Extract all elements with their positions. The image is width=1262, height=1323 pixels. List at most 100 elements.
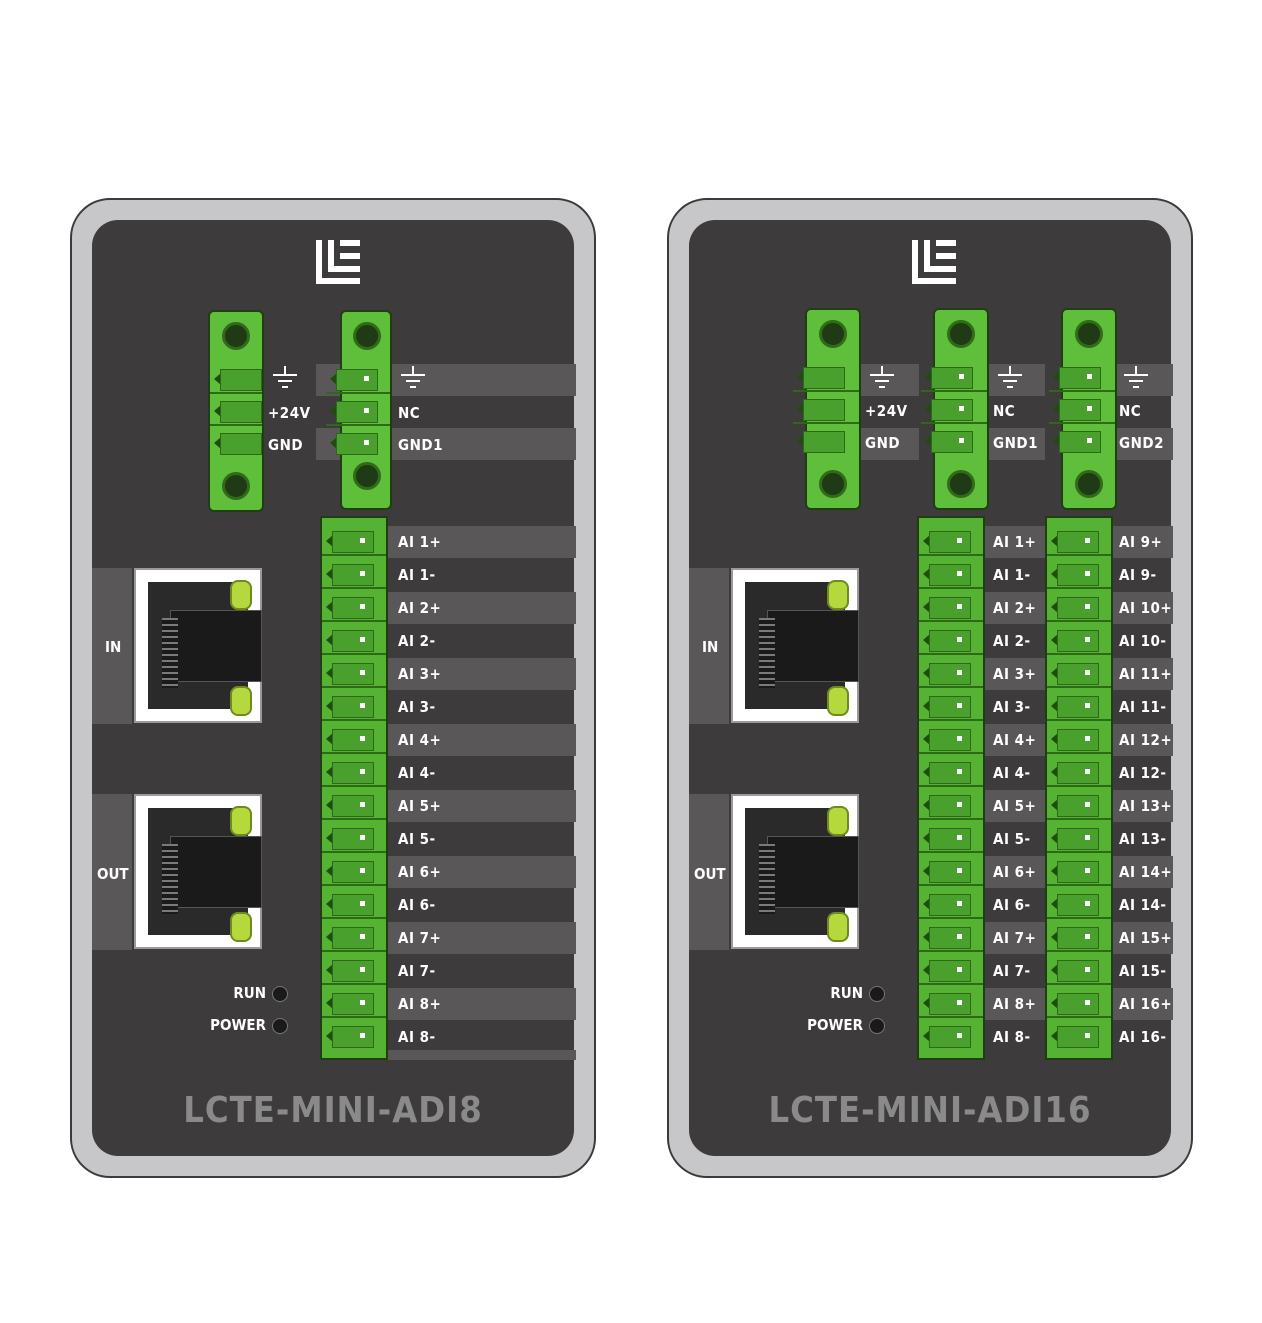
terminal-cell [322,823,386,853]
terminal-cell [919,592,983,622]
label-stripe [388,988,576,1020]
label-stripe [985,592,1045,624]
ethernet-in-port[interactable] [731,568,859,723]
terminal-cell [919,889,983,919]
terminal-cell [322,889,386,919]
label-stripe [1113,790,1173,822]
ai-pin-label: AI 10- [1119,632,1167,650]
terminal-cell [793,426,859,456]
ai-pin-label: AI 7+ [993,929,1037,947]
terminal-cell [919,1021,983,1051]
terminal-cell [921,394,987,424]
screw-icon [947,470,975,498]
label-stripe [1113,592,1173,624]
ethernet-out-port[interactable] [731,794,859,949]
terminal-cell [919,625,983,655]
run-led-icon [869,986,885,1002]
terminal-cell [210,364,262,394]
pin-label: +24V [268,404,311,422]
ai-terminal-block[interactable] [917,516,985,1060]
ai-pin-label: AI 15+ [1119,929,1173,947]
port-out-strip [689,794,729,950]
power-terminal-plug[interactable] [208,310,264,512]
power-label: POWER [210,1016,266,1034]
ai-pin-label: AI 6+ [993,863,1037,881]
terminal-cell [919,724,983,754]
label-stripe [388,658,576,690]
run-label: RUN [233,984,266,1002]
terminal-cell [919,955,983,985]
terminal-cell [1047,988,1111,1018]
ground-icon [1124,366,1148,388]
ai-pin-label: AI 3- [398,698,436,716]
ethernet-out-port[interactable] [134,794,262,949]
terminal-cell [1047,724,1111,754]
ai-pin-label: AI 13+ [1119,797,1173,815]
ai-pin-label: AI 4+ [398,731,442,749]
ai-pin-label: AI 2+ [398,599,442,617]
port-in-label: IN [702,638,719,656]
ethernet-in-port[interactable] [134,568,262,723]
ai-pin-label: AI 1+ [398,533,442,551]
aux-terminal-plug[interactable] [921,308,989,510]
terminal-cell [322,724,386,754]
port-out-label: OUT [97,865,129,883]
front-panel: +24V GND NC GND1 [689,220,1173,1156]
power-terminal-plug[interactable] [793,308,861,510]
ai-pin-label: AI 14+ [1119,863,1173,881]
ai-pin-label: AI 6- [398,896,436,914]
activity-led-icon [230,686,252,716]
aux-terminal-plug[interactable] [1049,308,1117,510]
terminal-cell [1047,658,1111,688]
ground-icon [401,366,425,388]
terminal-cell [1047,592,1111,622]
power-led-icon [272,1018,288,1034]
terminal-cell [322,757,386,787]
terminal-cell [1049,394,1115,424]
terminal-cell [1047,526,1111,556]
terminal-cell [1047,1021,1111,1051]
terminal-cell [793,394,859,424]
ai-pin-label: AI 11- [1119,698,1167,716]
label-stripe [1113,724,1173,756]
aux-terminal-plug[interactable] [326,310,392,510]
ai-pin-label: AI 6- [993,896,1031,914]
terminal-cell [1047,559,1111,589]
label-stripe [985,526,1045,558]
label-stripe [1113,428,1173,460]
pin-label: NC [993,402,1016,420]
ai-pin-label: AI 10+ [1119,599,1173,617]
ai-pin-label: AI 16- [1119,1028,1167,1046]
label-stripe [985,790,1045,822]
brand-logo-icon [912,240,956,284]
label-stripe [985,988,1045,1020]
module-adi16: +24V GND NC GND1 [667,198,1193,1178]
ai-terminal-block[interactable] [320,516,388,1060]
pin-label: +24V [865,402,908,420]
terminal-cell [322,559,386,589]
ai-pin-label: AI 7- [993,962,1031,980]
terminal-cell [1049,426,1115,456]
screw-icon [819,470,847,498]
terminal-cell [322,592,386,622]
terminal-cell [326,396,390,426]
label-stripe [388,592,576,624]
terminal-cell [919,658,983,688]
terminal-cell [1047,889,1111,919]
label-stripe [1113,988,1173,1020]
screw-icon [222,472,250,500]
terminal-cell [919,526,983,556]
terminal-cell [921,362,987,392]
pin-label: NC [1119,402,1142,420]
link-led-icon [827,806,849,836]
terminal-cell [322,625,386,655]
terminal-cell [326,428,390,458]
terminal-cell [921,426,987,456]
ai-terminal-block[interactable] [1045,516,1113,1060]
label-stripe [985,658,1045,690]
pin-label: GND2 [1119,434,1164,452]
ai-pin-label: AI 15- [1119,962,1167,980]
ai-pin-label: AI 1- [398,566,436,584]
ai-pin-label: AI 5+ [398,797,442,815]
terminal-cell [1047,691,1111,721]
